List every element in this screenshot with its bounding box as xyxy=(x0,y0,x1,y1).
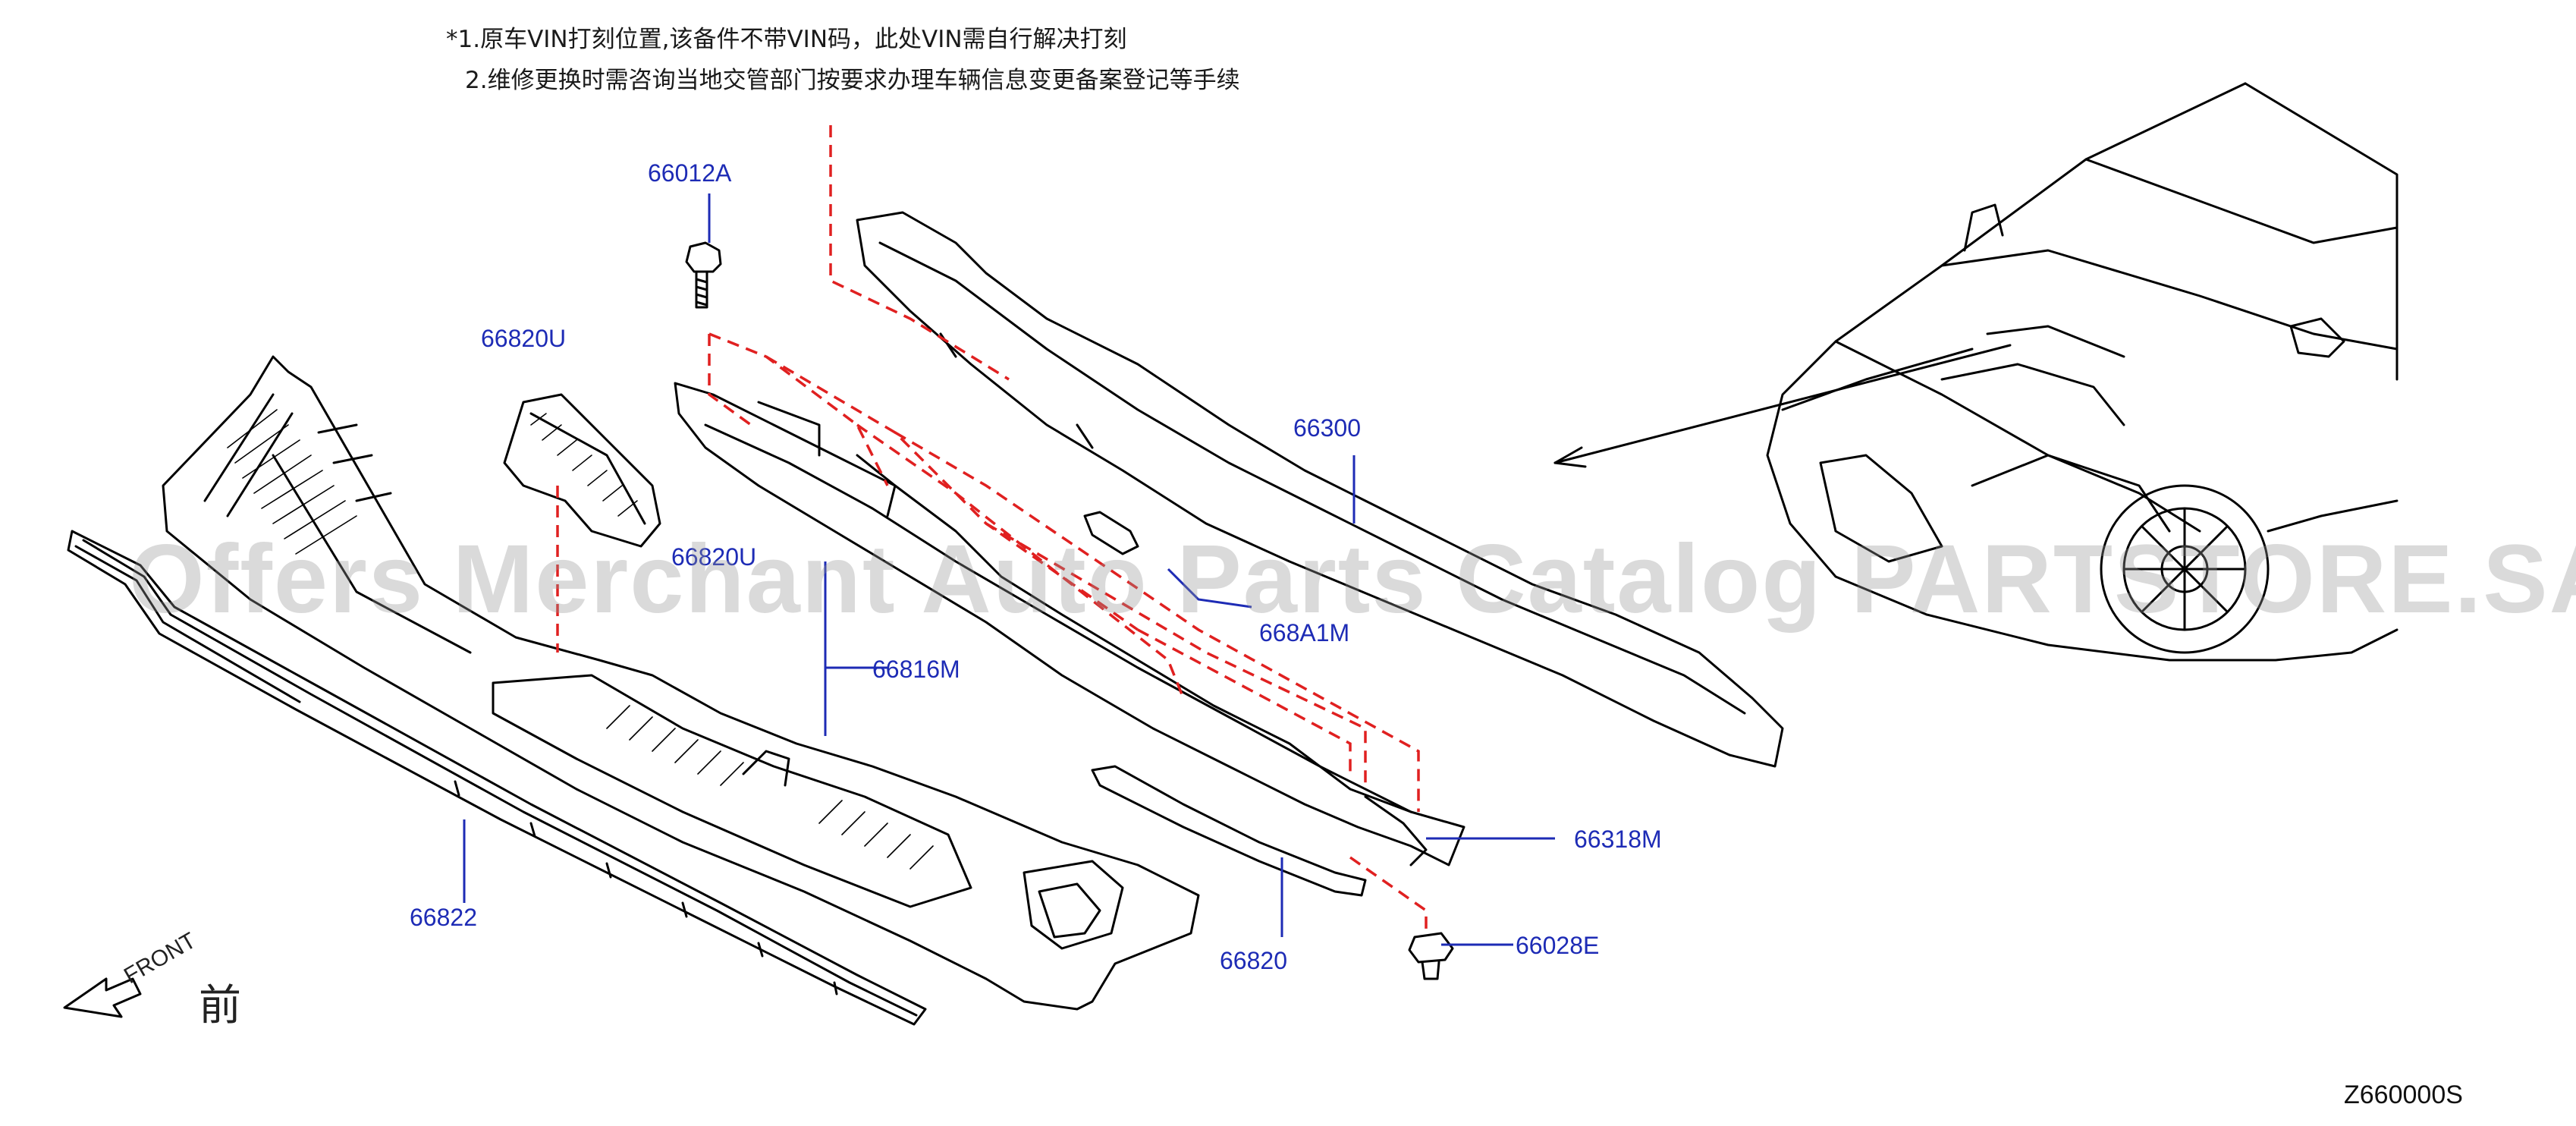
front-direction-chinese: 前 xyxy=(199,981,241,1030)
part-66822-seal[interactable] xyxy=(67,530,927,1026)
diagram-code: Z660000S xyxy=(2344,1080,2463,1109)
part-66816M-cowl-top[interactable] xyxy=(162,355,1200,1011)
vin-note-line-1: *1.原车VIN打刻位置,该备件不带VIN码，此处VIN需自行解决打刻 xyxy=(446,26,1127,53)
watermark: Offers Merchant Auto Parts Catalog PARTS… xyxy=(129,525,2576,634)
grille-insert-mesh xyxy=(530,413,638,517)
callout-668A1M[interactable]: 668A1M xyxy=(1259,619,1350,646)
part-668A1M-bracket[interactable] xyxy=(1083,511,1139,555)
part-66318M-cowl-lower[interactable] xyxy=(674,382,1465,867)
part-66300-cowl-reinforcement[interactable] xyxy=(856,211,1784,768)
callout-66820[interactable]: 66820 xyxy=(1220,947,1287,974)
callout-66028E[interactable]: 66028E xyxy=(1516,932,1600,959)
part-66820U-grille-insert[interactable] xyxy=(503,393,661,548)
callout-66822[interactable]: 66822 xyxy=(410,904,477,931)
callout-66820U[interactable]: 66820U xyxy=(481,325,567,352)
part-66028E-clip[interactable] xyxy=(1408,932,1454,980)
front-arrow-icon xyxy=(63,977,142,1018)
callout-66820U-second[interactable]: 66820U xyxy=(671,543,757,571)
callout-66816M[interactable]: 66816M xyxy=(872,656,960,683)
part-66012A-bolt[interactable] xyxy=(685,241,722,309)
callout-66300[interactable]: 66300 xyxy=(1293,414,1361,442)
part-66820-side-strip[interactable] xyxy=(1091,765,1367,897)
vehicle-location-sketch xyxy=(1766,82,2399,662)
vin-dashed-lines xyxy=(556,125,1428,929)
cowl-mesh-grille xyxy=(227,409,934,870)
callout-66012A[interactable]: 66012A xyxy=(648,159,732,187)
callout-leader-lines xyxy=(463,193,1555,946)
callout-66318M[interactable]: 66318M xyxy=(1574,826,1662,853)
location-pointer-arrow xyxy=(1553,344,2012,468)
vin-note-line-2: 2.维修更换时需咨询当地交管部门按要求办理车辆信息变更备案登记等手续 xyxy=(465,67,1240,94)
